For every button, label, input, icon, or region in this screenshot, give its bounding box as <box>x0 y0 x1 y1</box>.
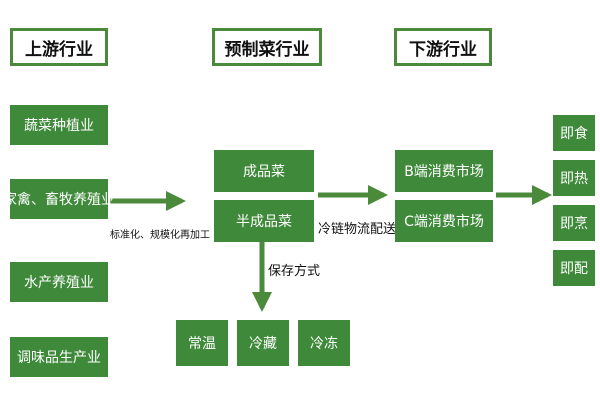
upstream-header: 上游行业 <box>10 28 108 66</box>
upstream-item: 水产养殖业 <box>10 262 108 302</box>
downstream-header: 下游行业 <box>394 28 492 66</box>
upstream-item: 调味品生产业 <box>10 337 108 377</box>
consumption-item: 即热 <box>553 160 595 196</box>
downstream-item-b: B端消费市场 <box>395 150 493 192</box>
logistics-label: 冷链物流配送 <box>318 222 397 237</box>
prepared-item-finished: 成品菜 <box>214 150 314 192</box>
upstream-arrow-label: 标准化、规模化再加工 <box>110 230 210 241</box>
consumption-item: 即食 <box>553 115 595 151</box>
prepared-item-semi: 半成品菜 <box>214 200 314 242</box>
storage-label: 保存方式 <box>268 264 321 279</box>
storage-item: 冷冻 <box>298 320 350 366</box>
consumption-item: 即配 <box>553 250 595 286</box>
storage-item: 冷藏 <box>237 320 289 366</box>
storage-item: 常温 <box>176 320 228 366</box>
upstream-item: 蔬菜种植业 <box>10 105 108 145</box>
prepared-food-header: 预制菜行业 <box>212 28 322 66</box>
upstream-item: 家禽、畜牧养殖业 <box>3 179 115 219</box>
downstream-item-c: C端消费市场 <box>395 200 493 242</box>
consumption-item: 即烹 <box>553 205 595 241</box>
